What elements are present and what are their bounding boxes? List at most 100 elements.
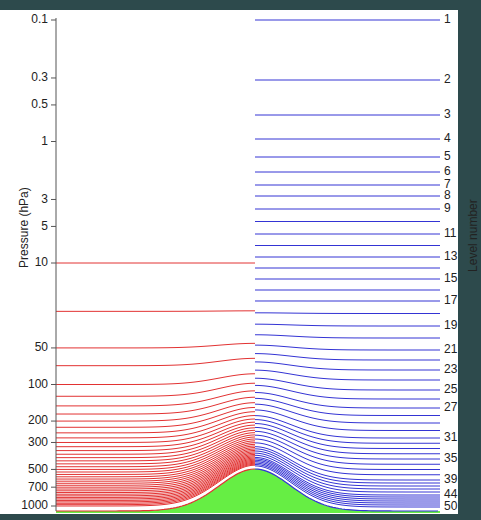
level-number: 11 <box>444 227 456 240</box>
axis-tick <box>51 487 56 488</box>
level-lines <box>56 20 440 507</box>
tick-label: 1 <box>41 135 48 148</box>
terrain-edge <box>56 469 255 511</box>
axis-tick <box>51 199 56 200</box>
pressure-level-line <box>56 433 255 461</box>
tick-label: 0.1 <box>31 13 48 26</box>
level-number: 3 <box>444 108 451 121</box>
tick-label: 50 <box>35 341 48 354</box>
model-level-line <box>255 290 440 291</box>
model-level-line <box>255 345 440 350</box>
model-level-line <box>255 420 440 444</box>
tick-label: 0.3 <box>31 71 48 84</box>
model-level-line <box>255 196 440 197</box>
level-number: 21 <box>444 343 457 356</box>
pressure-level-line <box>56 391 255 406</box>
pressure-level-line <box>56 407 255 427</box>
pressure-level-line <box>56 425 255 451</box>
model-level-line <box>255 312 440 314</box>
level-number: 5 <box>444 150 451 163</box>
level-number: 8 <box>444 189 451 202</box>
axis-tick <box>51 20 56 21</box>
axis-tick <box>51 442 56 443</box>
model-level-line <box>255 157 440 158</box>
model-level-line <box>255 449 440 483</box>
plot-ground <box>0 10 458 514</box>
axis-tick <box>51 469 56 470</box>
tick-label: 200 <box>28 414 48 427</box>
level-number: 25 <box>444 383 457 396</box>
axis-tick <box>51 77 56 78</box>
axis-ticks <box>51 20 56 506</box>
model-level-line <box>255 335 440 338</box>
axis-tick <box>51 384 56 385</box>
model-level-line <box>255 139 440 140</box>
tick-label: 5 <box>41 220 48 233</box>
axis-tick <box>51 506 56 507</box>
axis-title: Level number <box>466 200 479 273</box>
model-level-line <box>255 354 440 360</box>
model-level-line <box>255 268 440 269</box>
level-number: 13 <box>444 250 457 263</box>
axis-tick <box>51 421 56 422</box>
axis-tick <box>51 226 56 227</box>
pressure-level-line <box>56 343 255 348</box>
model-level-line <box>255 404 440 423</box>
pressure-level-line <box>56 416 255 438</box>
model-level-line <box>255 424 440 449</box>
tick-label: 700 <box>28 481 48 494</box>
level-number: 35 <box>444 452 457 465</box>
pressure-level-line <box>56 263 255 264</box>
axis-tick <box>51 347 56 348</box>
axis-tick <box>51 141 56 142</box>
model-level-line <box>255 234 440 235</box>
tick-label: 500 <box>28 463 48 476</box>
model-level-line <box>255 172 440 173</box>
model-level-line <box>255 370 440 380</box>
pressure-level-line <box>56 383 255 396</box>
terrain-edge <box>255 469 438 511</box>
model-level-line <box>255 324 440 326</box>
level-number: 50 <box>444 500 457 513</box>
pressure-level-line <box>56 422 255 447</box>
tick-label: 100 <box>28 378 48 391</box>
model-level-line <box>255 362 440 370</box>
level-number: 19 <box>444 319 457 332</box>
tick-label: 3 <box>41 193 48 206</box>
model-level-line <box>255 410 440 431</box>
model-level-line <box>255 378 440 390</box>
model-level-line <box>255 300 440 301</box>
terrain-bump <box>56 469 440 513</box>
model-level-line <box>255 115 440 116</box>
level-number: 15 <box>444 272 457 285</box>
model-level-line <box>255 431 440 459</box>
model-level-line <box>255 245 440 246</box>
tick-label: 1000 <box>21 499 48 512</box>
model-level-line <box>255 393 440 408</box>
level-number: 31 <box>444 431 457 444</box>
pressure-level-line <box>56 374 255 385</box>
level-number: 4 <box>444 132 451 145</box>
level-number: 17 <box>444 294 457 307</box>
axis-tick <box>51 104 56 105</box>
level-number: 1 <box>444 13 451 26</box>
pressure-axis <box>56 18 57 511</box>
pressure-level-line <box>56 397 255 414</box>
level-number: 39 <box>444 473 457 486</box>
model-level-line <box>255 80 440 81</box>
model-level-line <box>255 221 440 222</box>
tick-label: 300 <box>28 436 48 449</box>
model-level-line <box>255 398 440 415</box>
model-level-line <box>255 279 440 280</box>
model-level-line <box>255 427 440 453</box>
pressure-level-line <box>56 358 255 365</box>
level-number: 2 <box>444 73 451 86</box>
axis-title: Pressure (hPa) <box>17 188 30 269</box>
tick-label: 0.5 <box>31 98 48 111</box>
model-level-line <box>255 185 440 186</box>
level-number: 23 <box>444 363 457 376</box>
model-level-line <box>255 20 440 21</box>
level-number: 27 <box>444 401 457 414</box>
